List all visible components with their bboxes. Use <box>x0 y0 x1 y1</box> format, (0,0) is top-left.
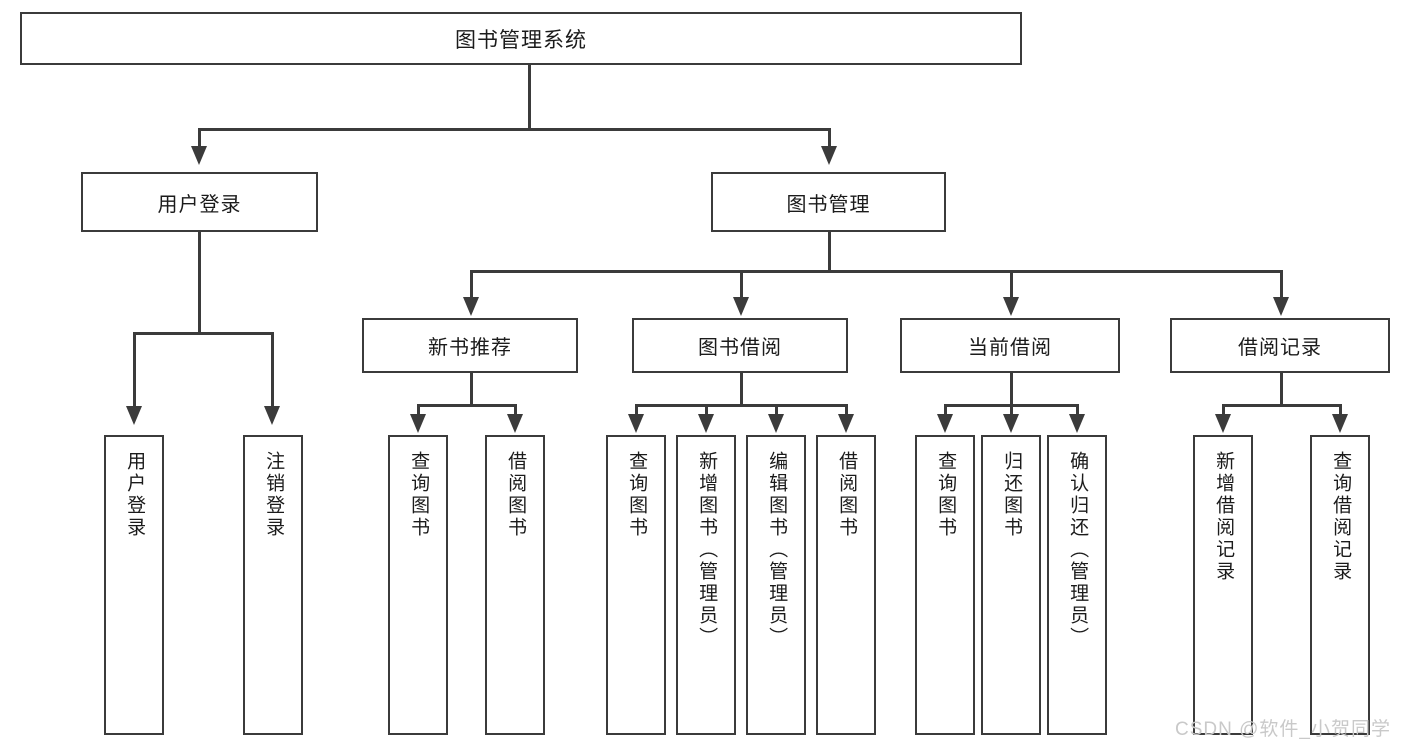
node-label: 新增借阅记录 <box>1213 451 1235 583</box>
connector-current-borrow-leaf1 <box>944 404 947 416</box>
connector-new-book-leaf2 <box>514 404 517 416</box>
arrow-to-leaf-borrow-record-query <box>1332 414 1348 433</box>
leaf-user-login-logout[interactable]: 注销登录 <box>243 435 303 735</box>
leaf-book-borrow-add[interactable]: 新增图书（管理员） <box>676 435 736 735</box>
node-book-management[interactable]: 图书管理 <box>711 172 946 232</box>
connector-user-login-bus <box>133 332 273 335</box>
arrow-to-leaf-current-borrow-return <box>1003 414 1019 433</box>
node-label: 用户登录 <box>124 451 146 539</box>
connector-to-book-borrow <box>740 270 743 300</box>
arrow-to-leaf-user-login-logout <box>264 406 280 425</box>
connector-book-borrow-leaf1 <box>635 404 638 416</box>
node-label: 查询图书 <box>935 451 957 539</box>
node-borrow-record[interactable]: 借阅记录 <box>1170 318 1390 373</box>
arrow-to-book-management <box>821 146 837 165</box>
arrow-to-new-book-recommend <box>463 297 479 316</box>
connector-borrow-record-bus <box>1222 404 1340 407</box>
arrow-to-leaf-user-login-login <box>126 406 142 425</box>
connector-borrow-record-leaf2 <box>1339 404 1342 416</box>
connector-user-login-leaf2 <box>271 332 274 408</box>
node-label: 查询借阅记录 <box>1330 451 1352 583</box>
node-label: 借阅图书 <box>505 451 527 539</box>
connector-book-borrow-bus <box>635 404 846 407</box>
arrow-to-leaf-borrow-record-add <box>1215 414 1231 433</box>
node-label: 查询图书 <box>408 451 430 539</box>
arrow-to-leaf-new-book-query <box>410 414 426 433</box>
connector-current-borrow-leaf3 <box>1076 404 1079 416</box>
connector-book-management-stem <box>828 232 831 272</box>
connector-level2-bus <box>470 270 1280 273</box>
node-label: 借阅图书 <box>836 451 858 539</box>
connector-to-current-borrow <box>1010 270 1013 300</box>
leaf-book-borrow-borrow[interactable]: 借阅图书 <box>816 435 876 735</box>
connector-to-new-book-recommend <box>470 270 473 300</box>
leaf-current-borrow-query[interactable]: 查询图书 <box>915 435 975 735</box>
connector-book-borrow-leaf2 <box>705 404 708 416</box>
connector-borrow-record-leaf1 <box>1222 404 1225 416</box>
node-label: 编辑图书（管理员） <box>766 451 788 649</box>
node-current-borrow[interactable]: 当前借阅 <box>900 318 1120 373</box>
arrow-to-borrow-record <box>1273 297 1289 316</box>
arrow-to-leaf-current-borrow-confirm <box>1069 414 1085 433</box>
node-label: 查询图书 <box>626 451 648 539</box>
node-label: 注销登录 <box>263 451 285 539</box>
node-label: 新书推荐 <box>428 337 512 359</box>
node-label: 确认归还（管理员） <box>1067 451 1089 649</box>
connector-new-book-bus <box>417 404 515 407</box>
watermark-text: CSDN @软件_小贺同学 <box>1175 719 1391 740</box>
arrow-to-leaf-book-borrow-query <box>628 414 644 433</box>
arrow-to-leaf-new-book-borrow <box>507 414 523 433</box>
arrow-to-user-login <box>191 146 207 165</box>
leaf-borrow-record-add[interactable]: 新增借阅记录 <box>1193 435 1253 735</box>
connector-user-login-stem <box>198 232 201 334</box>
node-label: 当前借阅 <box>968 337 1052 359</box>
connector-to-borrow-record <box>1280 270 1283 300</box>
connector-root-stem <box>528 65 531 130</box>
leaf-book-borrow-edit[interactable]: 编辑图书（管理员） <box>746 435 806 735</box>
connector-new-book-stem <box>470 373 473 406</box>
node-label: 归还图书 <box>1001 451 1023 539</box>
node-book-borrow[interactable]: 图书借阅 <box>632 318 848 373</box>
arrow-to-leaf-current-borrow-query <box>937 414 953 433</box>
arrow-to-leaf-book-borrow-edit <box>768 414 784 433</box>
leaf-current-borrow-confirm-return[interactable]: 确认归还（管理员） <box>1047 435 1107 735</box>
leaf-new-book-borrow[interactable]: 借阅图书 <box>485 435 545 735</box>
connector-book-borrow-leaf3 <box>775 404 778 416</box>
node-label: 图书借阅 <box>698 337 782 359</box>
connector-current-borrow-leaf2 <box>1010 404 1013 416</box>
node-new-book-recommend[interactable]: 新书推荐 <box>362 318 578 373</box>
connector-book-borrow-stem <box>740 373 743 406</box>
arrow-to-current-borrow <box>1003 297 1019 316</box>
arrow-to-leaf-book-borrow-add <box>698 414 714 433</box>
connector-current-borrow-stem <box>1010 373 1013 406</box>
connector-root-to-user-login <box>198 128 201 149</box>
leaf-user-login-login[interactable]: 用户登录 <box>104 435 164 735</box>
leaf-new-book-query[interactable]: 查询图书 <box>388 435 448 735</box>
connector-user-login-leaf1 <box>133 332 136 408</box>
connector-borrow-record-stem <box>1280 373 1283 406</box>
arrow-to-leaf-book-borrow-borrow <box>838 414 854 433</box>
leaf-borrow-record-query[interactable]: 查询借阅记录 <box>1310 435 1370 735</box>
connector-book-borrow-leaf4 <box>845 404 848 416</box>
node-label: 图书管理系统 <box>455 28 587 52</box>
node-root-book-management-system[interactable]: 图书管理系统 <box>20 12 1022 65</box>
connector-new-book-leaf1 <box>417 404 420 416</box>
connector-root-to-book-management <box>828 128 831 149</box>
arrow-to-book-borrow <box>733 297 749 316</box>
node-label: 用户登录 <box>157 193 242 216</box>
node-label: 借阅记录 <box>1238 337 1322 359</box>
leaf-book-borrow-query[interactable]: 查询图书 <box>606 435 666 735</box>
node-label: 图书管理 <box>786 193 871 216</box>
connector-root-bus <box>198 128 830 131</box>
node-label: 新增图书（管理员） <box>696 451 718 649</box>
node-user-login[interactable]: 用户登录 <box>81 172 318 232</box>
leaf-current-borrow-return[interactable]: 归还图书 <box>981 435 1041 735</box>
